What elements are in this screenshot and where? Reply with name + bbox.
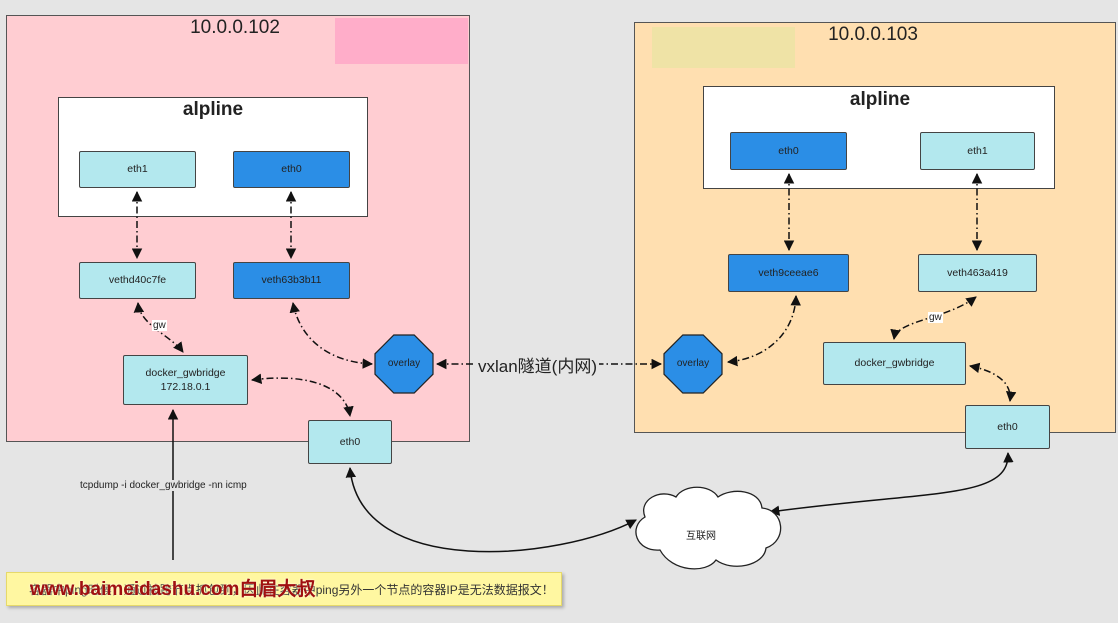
left-veth-63b3b11: veth63b3b11 [233, 262, 350, 299]
left-overlay-octagon [374, 334, 434, 394]
internet-label: 互联网 [686, 531, 716, 542]
left-overlay-label: overlay [387, 358, 421, 369]
host-left-ip: 10.0.0.102 [190, 17, 280, 38]
internet-cloud-icon [635, 486, 782, 570]
left-gw-label: gw [152, 320, 167, 331]
left-veth-d40c7fe: vethd40c7fe [79, 262, 196, 299]
link-right-bridge-veth [890, 296, 977, 341]
host-right-ip: 10.0.0.103 [828, 24, 918, 45]
right-overlay-label: overlay [676, 358, 710, 369]
right-container-eth1: eth1 [920, 132, 1035, 170]
left-container-eth0: eth0 [233, 151, 350, 188]
right-docker-gwbridge: docker_gwbridge [823, 342, 966, 385]
right-gw-label: gw [928, 312, 943, 323]
link-left-veth-overlay [289, 301, 374, 369]
left-docker-gwbridge: docker_gwbridge 172.18.0.1 [123, 355, 248, 405]
container-right-title: alpline [849, 89, 911, 110]
right-host-eth0: eth0 [965, 405, 1050, 449]
link-left-eth-internet [345, 466, 637, 553]
host-left-accent [335, 18, 468, 64]
container-left-title: alpline [182, 99, 244, 120]
right-veth-463a419: veth463a419 [918, 254, 1037, 292]
bottom-note: 容器中ping时候，通过被跨节点抓包到，因此在容器中ping另外一个节点的容器I… [6, 572, 562, 606]
right-veth-9ceeae6: veth9ceeae6 [728, 254, 849, 292]
host-right-accent [652, 27, 795, 68]
link-internet-right-eth [768, 451, 1014, 516]
left-container-eth1: eth1 [79, 151, 196, 188]
right-overlay-octagon [663, 334, 723, 394]
left-bridge-ip: 172.18.0.1 [160, 381, 211, 393]
left-bridge-name: docker_gwbridge [145, 366, 226, 379]
link-left-bridge-eth [250, 373, 354, 418]
left-host-eth0: eth0 [308, 420, 392, 464]
right-container-eth0: eth0 [730, 132, 847, 170]
tcpdump-label: tcpdump -i docker_gwbridge -nn icmp [80, 480, 247, 491]
vxlan-tunnel-label: vxlan隧道(内网) [476, 352, 600, 377]
link-right-bridge-eth [968, 362, 1017, 403]
watermark-text: www.baimeidashu.com白眉大叔 [30, 579, 316, 600]
link-right-overlay-veth [726, 294, 801, 367]
